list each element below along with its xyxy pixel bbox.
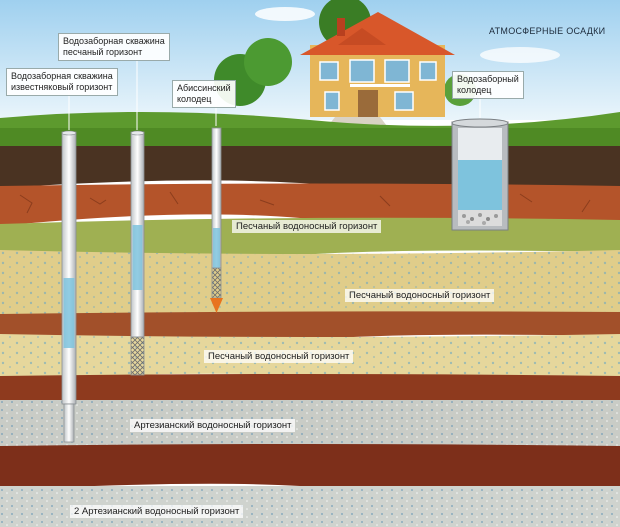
- grass-strip: [0, 128, 620, 148]
- artesian-aquifer-label-2: 2 Артезианский водоносный горизонт: [70, 505, 244, 518]
- sand-aquifer-label-3: Песчаный водоносный горизонт: [204, 350, 354, 363]
- cloud: [255, 7, 315, 21]
- precipitation-label: АТМОСФЕРНЫЕ ОСАДКИ: [489, 26, 606, 36]
- sand-well-label: Водозаборная скважина песчаный горизонт: [58, 33, 170, 61]
- abyssinian-well-label-line-2: колодец: [177, 94, 212, 104]
- limestone-well-label: Водозаборная скважина известняковый гори…: [6, 68, 118, 96]
- dug-well-label: Водозаборный колодец: [452, 71, 524, 99]
- dug-well-shaft: [451, 118, 509, 231]
- abyssinian-well-label: Абиссинский колодец: [172, 80, 236, 108]
- abyssinian-well-pipe: [210, 127, 223, 313]
- topsoil-layer: [0, 146, 620, 188]
- sand-aquifer-label-1: Песчаный водоносный горизонт: [232, 220, 382, 233]
- dug-well-label-line-1: Водозаборный: [457, 74, 519, 84]
- sand-well-label-line-2: песчаный горизонт: [63, 47, 143, 57]
- artesian-aquifer-label-1: Артезианский водоносный горизонт: [130, 419, 296, 432]
- cloud: [480, 47, 560, 63]
- abyssinian-well-label-line-1: Абиссинский: [177, 83, 231, 93]
- sand-well-label-line-1: Водозаборная скважина: [63, 36, 165, 46]
- limestone-well-label-line-1: Водозаборная скважина: [11, 71, 113, 81]
- sand-well-pipe: [130, 130, 145, 376]
- sand-layer-2-water: [0, 250, 620, 316]
- artesian-layer-1-water: [0, 400, 620, 448]
- limestone-well-label-line-2: известняковый горизонт: [11, 82, 113, 92]
- limestone-well-pipe: [61, 130, 77, 443]
- clay-layer-2: [0, 311, 620, 344]
- dug-well-label-line-2: колодец: [457, 85, 492, 95]
- house: [300, 12, 455, 130]
- clay-layer-3: [0, 374, 620, 406]
- clay-layer-4: [0, 444, 620, 490]
- sand-aquifer-label-2: Песчаный водоносный горизонт: [345, 289, 495, 302]
- clay-cracks: [19, 191, 591, 214]
- tree: [244, 38, 292, 86]
